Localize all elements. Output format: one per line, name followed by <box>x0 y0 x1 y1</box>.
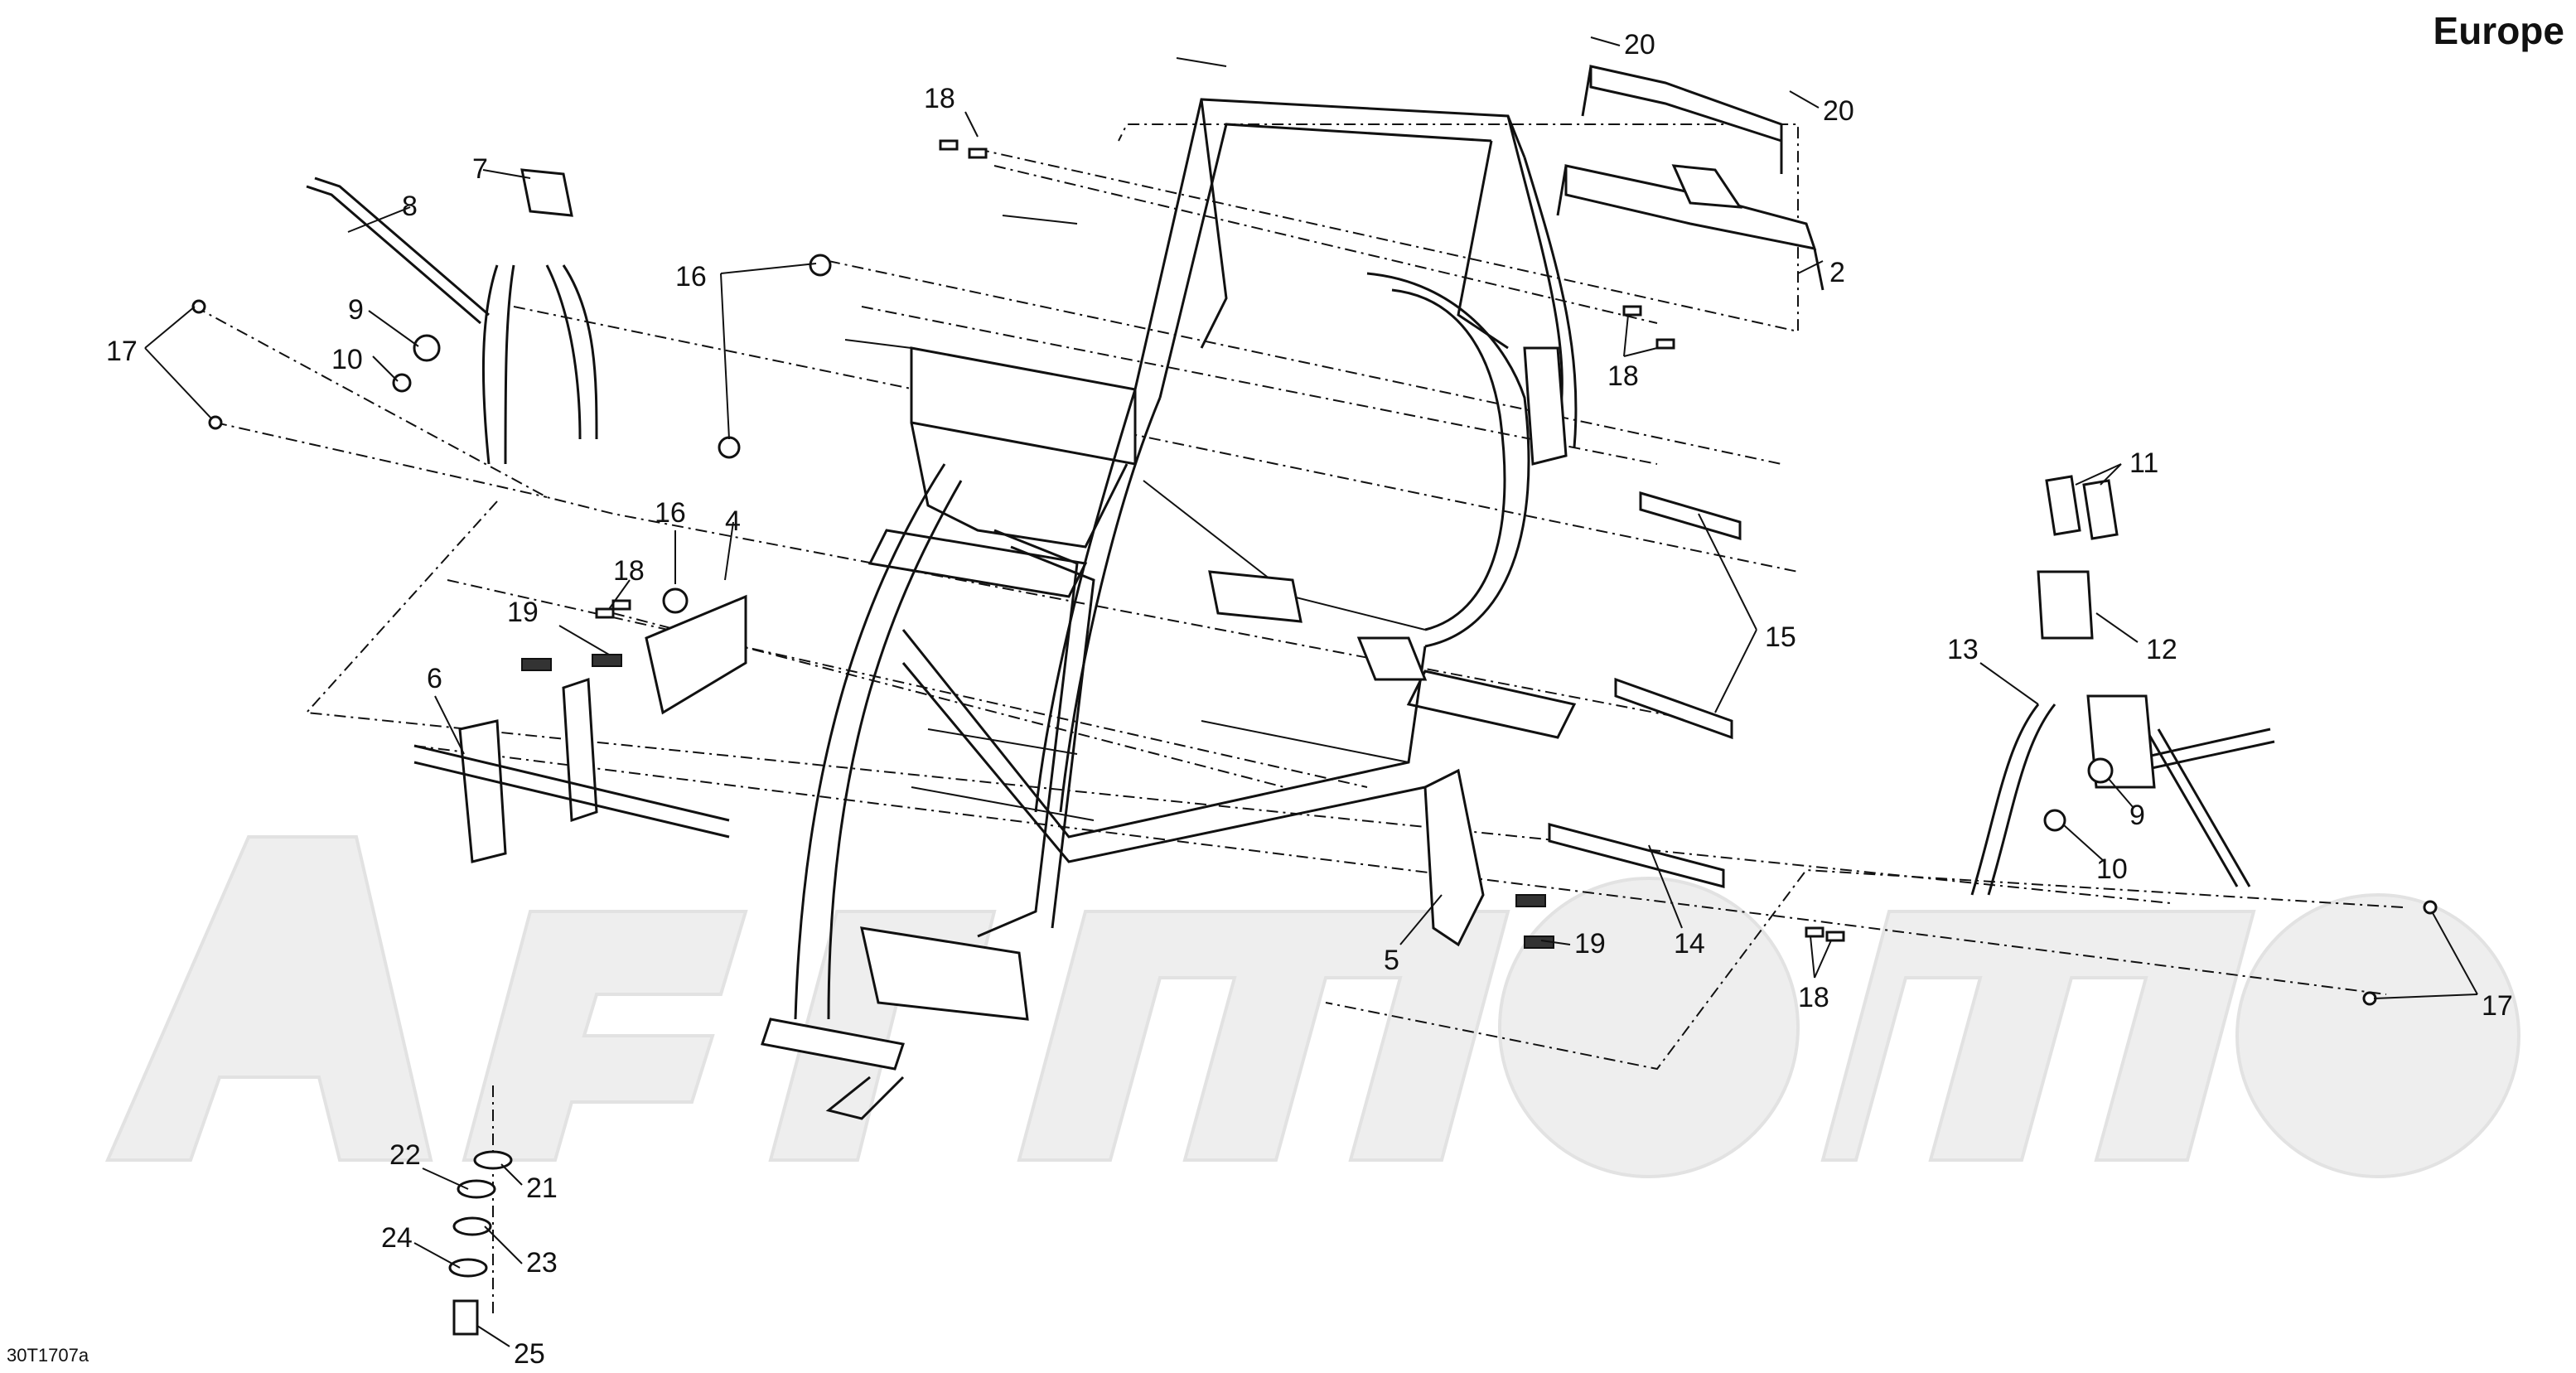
left-harness-bracket <box>191 168 598 465</box>
callout-labels: 2 4 5 6 7 8 9 9 10 10 11 12 13 14 15 16 … <box>106 29 2513 1370</box>
callout-20-right: 20 <box>1823 95 1854 127</box>
callout-6: 6 <box>427 663 442 694</box>
callout-18-right-bottom: 18 <box>1798 982 1829 1013</box>
callout-9-left: 9 <box>348 294 364 326</box>
callout-25: 25 <box>514 1338 545 1370</box>
assembly-lines <box>194 123 2404 1071</box>
right-lower-parts <box>939 139 1845 949</box>
callout-9-right: 9 <box>2129 800 2145 831</box>
main-frame <box>761 57 1578 1120</box>
callout-23: 23 <box>526 1247 558 1279</box>
callout-16-mid: 16 <box>655 497 686 529</box>
callout-11: 11 <box>2129 447 2158 479</box>
callout-4: 4 <box>725 505 741 537</box>
callout-18-left: 18 <box>613 555 645 587</box>
callout-24: 24 <box>381 1222 413 1254</box>
region-label: Europe <box>2433 9 2564 52</box>
callout-10-left: 10 <box>331 344 363 375</box>
callout-5: 5 <box>1384 945 1399 976</box>
leader-lines <box>144 36 2478 1347</box>
figure-code: 30T1707a <box>7 1345 89 1366</box>
callout-21: 21 <box>526 1172 558 1204</box>
callout-17-right: 17 <box>2482 990 2513 1022</box>
watermark-logo <box>104 835 2520 1178</box>
callout-12: 12 <box>2146 634 2177 665</box>
callout-16-top: 16 <box>675 261 707 292</box>
right-harness-bracket <box>1970 475 2438 1006</box>
callout-10-right: 10 <box>2096 853 2128 885</box>
part-2-bracket <box>1556 164 1824 291</box>
callout-15: 15 <box>1765 621 1796 653</box>
part-20-bracket <box>1581 65 1783 174</box>
callout-22: 22 <box>389 1139 421 1171</box>
callout-2: 2 <box>1829 257 1845 288</box>
callout-20-top: 20 <box>1624 29 1655 60</box>
callout-19-right: 19 <box>1574 928 1606 960</box>
bottom-washer-stack <box>448 1085 513 1336</box>
callout-18-top: 18 <box>924 83 955 114</box>
callout-17-left: 17 <box>106 336 138 367</box>
callout-19-left: 19 <box>507 597 539 628</box>
callout-13: 13 <box>1947 634 1979 665</box>
callout-7: 7 <box>472 153 488 185</box>
callout-14: 14 <box>1674 928 1705 960</box>
left-lower-parts <box>413 254 832 863</box>
callout-8: 8 <box>402 191 418 222</box>
callout-18-right-top: 18 <box>1607 360 1639 392</box>
